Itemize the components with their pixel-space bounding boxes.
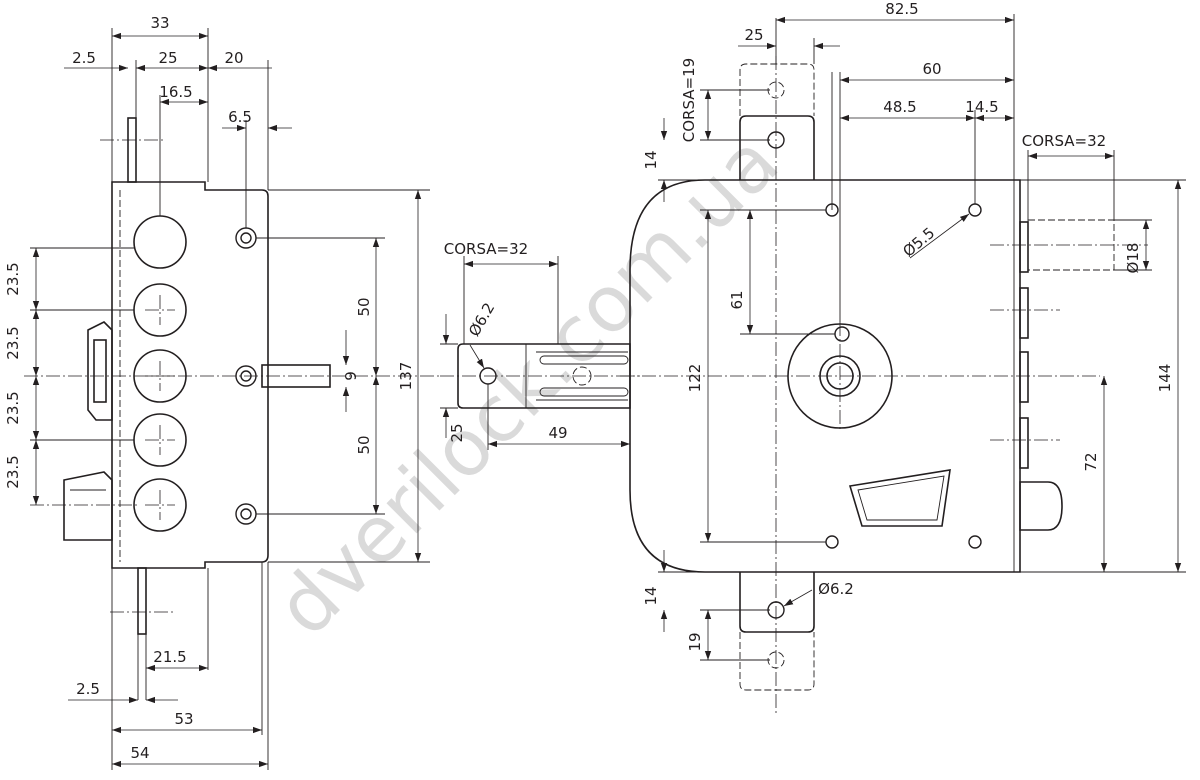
handle-opening — [848, 469, 951, 527]
dim-53: 53 — [174, 710, 193, 728]
dim-23-5-a: 23.5 — [4, 262, 22, 295]
dim-82-5: 82.5 — [885, 0, 918, 18]
top-plate-tab — [127, 117, 137, 183]
edge-bolt-2 — [1019, 287, 1029, 339]
dim-20: 20 — [224, 49, 243, 67]
top-mounting-plate — [739, 115, 815, 180]
dim-48-5: 48.5 — [883, 98, 916, 116]
bolt-1 — [133, 215, 187, 269]
bolt-4 — [133, 413, 187, 467]
bolt-5 — [133, 478, 187, 532]
dim-d6-2-right: Ø6.2 — [818, 580, 854, 598]
edge-bolt-4 — [1019, 417, 1029, 469]
dim-23-5-c: 23.5 — [4, 391, 22, 424]
dim-25-top: 25 — [158, 49, 177, 67]
dim-14-top: 14 — [642, 150, 660, 169]
dim-14-5: 14.5 — [965, 98, 998, 116]
dim-14-bottom: 14 — [642, 586, 660, 605]
case-screw-bottom-left — [825, 535, 839, 549]
dim-23-5-d: 23.5 — [4, 455, 22, 488]
bottom-mounting-plate — [739, 572, 815, 633]
dim-2-5-bottom: 2.5 — [76, 680, 100, 698]
dim-144: 144 — [1156, 364, 1174, 393]
dim-corsa-32-middle: CORSA=32 — [444, 240, 528, 258]
case-screw-bottom-right — [968, 535, 982, 549]
side-latch — [87, 321, 113, 421]
dim-d6-2-middle: Ø6.2 — [465, 300, 498, 340]
dim-19: 19 — [686, 632, 704, 651]
dim-16-5: 16.5 — [159, 83, 192, 101]
bolt-2 — [133, 283, 187, 337]
dim-50-lower: 50 — [355, 435, 373, 454]
dim-23-5-b: 23.5 — [4, 326, 22, 359]
dim-72: 72 — [1082, 452, 1100, 471]
dim-61: 61 — [728, 290, 746, 309]
dim-25-right: 25 — [744, 26, 763, 44]
keeper-arm — [457, 343, 631, 409]
dim-9: 9 — [342, 371, 360, 381]
dim-60: 60 — [922, 60, 941, 78]
dim-33: 33 — [150, 14, 169, 32]
dim-d18: Ø18 — [1124, 243, 1142, 274]
dim-2-5-top: 2.5 — [72, 49, 96, 67]
bottom-plate-tab — [137, 567, 147, 635]
left-view: 33 2.5 25 20 16.5 6.5 50 9 50 137 23.5 2… — [4, 14, 440, 770]
dim-122: 122 — [686, 364, 704, 393]
dim-54: 54 — [130, 744, 149, 762]
latch-bolt — [63, 471, 113, 541]
dim-corsa-32-right: CORSA=32 — [1022, 132, 1106, 150]
edge-bolt-1 — [1019, 221, 1029, 273]
watermark-text: dverilock.com.ua — [260, 117, 796, 653]
case-screw-top-right — [968, 203, 982, 217]
dim-corsa-19: CORSA=19 — [680, 58, 698, 142]
dim-6-5: 6.5 — [228, 108, 252, 126]
edge-bolt-3 — [1019, 351, 1029, 403]
edge-latch — [1019, 481, 1063, 531]
dim-d5-5: Ø5.5 — [899, 224, 938, 261]
dim-137: 137 — [397, 362, 415, 391]
dim-50-upper: 50 — [355, 297, 373, 316]
lock-case-body — [629, 179, 1021, 573]
dim-21-5: 21.5 — [153, 648, 186, 666]
dim-49: 49 — [548, 424, 567, 442]
dim-25-middle: 25 — [448, 423, 466, 442]
middle-view: CORSA=32 Ø6.2 25 49 — [440, 240, 640, 450]
right-view: 82.5 25 60 48.5 14.5 CORSA=19 CORSA=32 1… — [620, 0, 1186, 716]
